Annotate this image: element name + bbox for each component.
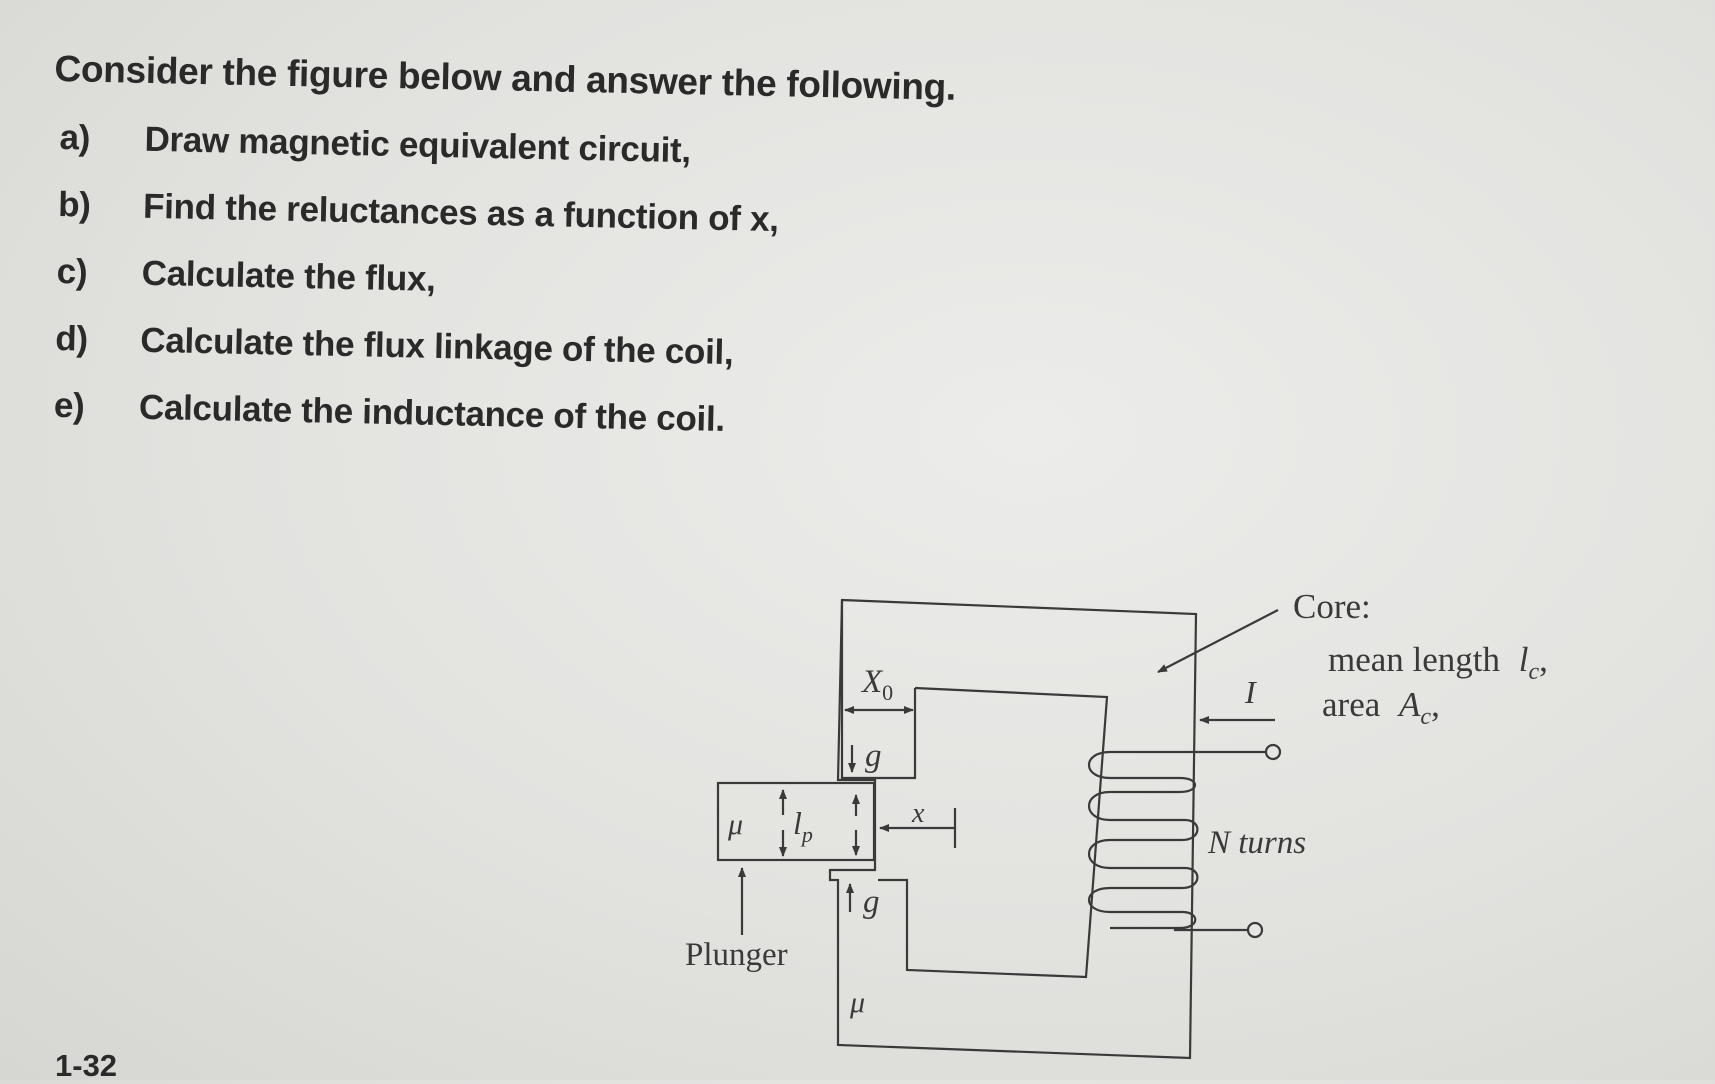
- core-label: Core:: [1293, 587, 1371, 626]
- core-window: [878, 686, 1109, 979]
- core-area-label: area Ac,: [1322, 685, 1440, 730]
- core-outline: [828, 598, 1198, 1060]
- x0-label: X0: [860, 664, 893, 705]
- terminal-top: [1264, 743, 1282, 761]
- core-pointer: [1157, 609, 1279, 673]
- mu-core-label: μ: [849, 986, 865, 1019]
- upper-pole: [840, 600, 917, 780]
- problem-number: 1-32: [55, 1048, 118, 1083]
- coil: [1087, 750, 1250, 932]
- gap-label-lower: g: [863, 884, 880, 920]
- mu-plunger-label: μ: [727, 808, 743, 841]
- lp-label: lp: [793, 805, 813, 847]
- current-label: I: [1244, 674, 1257, 710]
- terminal-bottom: [1246, 921, 1264, 939]
- turns-label: N turns: [1207, 825, 1306, 861]
- x-label: x: [911, 798, 925, 829]
- gap-label-upper: g: [865, 738, 882, 774]
- plunger: [716, 781, 876, 862]
- core-length-label: mean length lc,: [1328, 640, 1548, 685]
- plunger-label: Plunger: [685, 937, 788, 973]
